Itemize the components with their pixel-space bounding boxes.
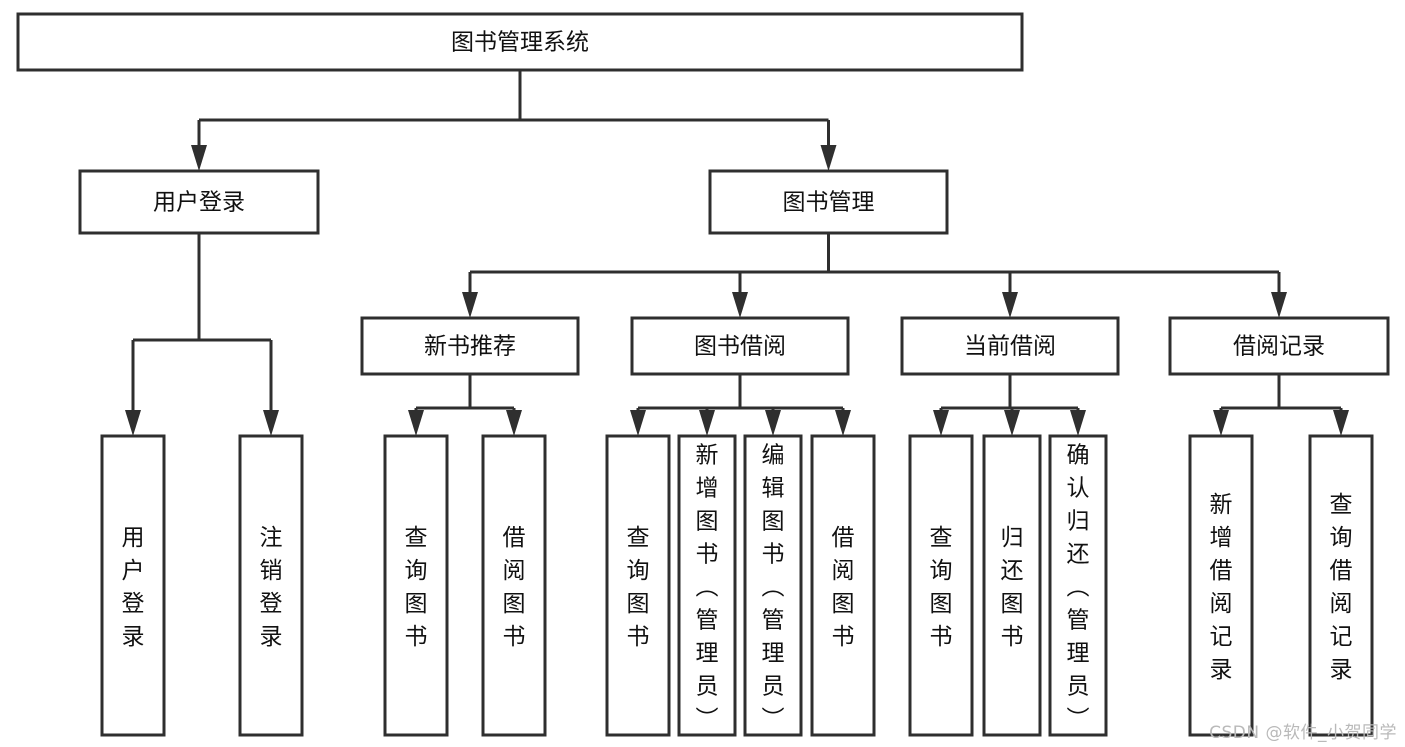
- arrow-head-icon: [820, 145, 837, 171]
- arrow-head-icon: [732, 292, 748, 318]
- node-label: 新增图书︵管理员︶: [696, 443, 719, 733]
- node-leaf_query_record[interactable]: 查询借阅记录: [1308, 434, 1374, 737]
- node-leaf_add_record[interactable]: 新增借阅记录: [1188, 434, 1254, 737]
- node-label: 图书管理: [783, 190, 875, 216]
- node-label: 用户登录: [153, 190, 245, 216]
- node-leaf_query_book_2[interactable]: 查询图书: [605, 434, 671, 737]
- node-borrow_record[interactable]: 借阅记录: [1168, 316, 1390, 376]
- arrow-head-icon: [699, 410, 715, 436]
- node-leaf_edit_book[interactable]: 编辑图书︵管理员︶: [743, 434, 803, 737]
- node-new_book_rec[interactable]: 新书推荐: [360, 316, 580, 376]
- node-box[interactable]: [78, 169, 320, 235]
- arrow-head-icon: [1333, 410, 1349, 436]
- connector-group-new_book_rec: [408, 374, 522, 436]
- arrow-head-icon: [1004, 410, 1020, 436]
- node-box[interactable]: [1308, 434, 1374, 737]
- node-leaf_confirm_ret[interactable]: 确认归还︵管理员︶: [1048, 434, 1108, 737]
- node-box[interactable]: [360, 316, 580, 376]
- arrow-head-icon: [1070, 410, 1086, 436]
- arrow-head-icon: [462, 292, 478, 318]
- connector-group-book_manage: [462, 233, 1287, 318]
- node-current_borrow[interactable]: 当前借阅: [900, 316, 1120, 376]
- node-label: 编辑图书︵管理员︶: [762, 443, 785, 733]
- arrow-head-icon: [263, 410, 279, 436]
- node-label: 查询图书: [930, 525, 953, 650]
- node-box[interactable]: [743, 434, 803, 737]
- node-label: 借阅记录: [1233, 334, 1325, 360]
- connector-group-borrow_record: [1213, 374, 1349, 436]
- node-leaf_return_book[interactable]: 归还图书: [982, 434, 1042, 737]
- node-box[interactable]: [16, 12, 1024, 72]
- node-box[interactable]: [100, 434, 166, 737]
- node-book_manage[interactable]: 图书管理: [708, 169, 949, 235]
- node-box[interactable]: [908, 434, 974, 737]
- node-user_login[interactable]: 用户登录: [78, 169, 320, 235]
- arrow-head-icon: [1213, 410, 1229, 436]
- node-leaf_user_login[interactable]: 用户登录: [100, 434, 166, 737]
- node-label: 用户登录: [122, 525, 145, 650]
- connector-layer: [125, 70, 1349, 436]
- arrow-head-icon: [1002, 292, 1018, 318]
- arrow-head-icon: [630, 410, 646, 436]
- node-label: 借阅图书: [503, 525, 526, 650]
- arrow-head-icon: [933, 410, 949, 436]
- arrow-head-icon: [191, 145, 207, 171]
- arrow-head-icon: [765, 410, 781, 436]
- node-label: 注销登录: [260, 525, 283, 650]
- node-book_borrow[interactable]: 图书借阅: [630, 316, 850, 376]
- arrow-head-icon: [506, 410, 522, 436]
- node-label: 借阅图书: [832, 525, 855, 650]
- node-layer: 图书管理系统用户登录图书管理新书推荐图书借阅当前借阅借阅记录用户登录注销登录查询…: [16, 12, 1390, 737]
- node-label: 图书管理系统: [451, 30, 589, 56]
- arrow-head-icon: [835, 410, 851, 436]
- node-box[interactable]: [383, 434, 449, 737]
- node-label: 图书借阅: [694, 334, 786, 360]
- node-box[interactable]: [677, 434, 737, 737]
- node-leaf_add_book[interactable]: 新增图书︵管理员︶: [677, 434, 737, 737]
- connector-group-book_borrow: [630, 374, 851, 436]
- arrow-head-icon: [125, 410, 141, 436]
- node-leaf_borrow_book_1[interactable]: 借阅图书: [481, 434, 547, 737]
- node-box[interactable]: [630, 316, 850, 376]
- arrow-head-icon: [1271, 292, 1287, 318]
- node-leaf_borrow_book_2[interactable]: 借阅图书: [810, 434, 876, 737]
- node-box[interactable]: [238, 434, 304, 737]
- node-label: 新增借阅记录: [1210, 492, 1233, 683]
- node-label: 当前借阅: [964, 334, 1056, 360]
- node-box[interactable]: [1048, 434, 1108, 737]
- node-label: 新书推荐: [424, 334, 516, 360]
- node-box[interactable]: [1168, 316, 1390, 376]
- node-box[interactable]: [481, 434, 547, 737]
- node-label: 归还图书: [1001, 525, 1024, 650]
- connector-group-user_login: [125, 233, 279, 436]
- node-box[interactable]: [900, 316, 1120, 376]
- node-box[interactable]: [605, 434, 671, 737]
- node-box[interactable]: [982, 434, 1042, 737]
- node-label: 确认归还︵管理员︶: [1067, 443, 1090, 733]
- connector-group-root: [191, 70, 837, 171]
- node-leaf_query_book_3[interactable]: 查询图书: [908, 434, 974, 737]
- node-leaf_user_logout[interactable]: 注销登录: [238, 434, 304, 737]
- node-label: 查询借阅记录: [1330, 492, 1353, 683]
- node-label: 查询图书: [627, 525, 650, 650]
- node-label: 查询图书: [405, 525, 428, 650]
- node-box[interactable]: [708, 169, 949, 235]
- node-box[interactable]: [810, 434, 876, 737]
- node-leaf_query_book_1[interactable]: 查询图书: [383, 434, 449, 737]
- arrow-head-icon: [408, 410, 424, 436]
- connector-group-current_borrow: [933, 374, 1086, 436]
- node-root[interactable]: 图书管理系统: [16, 12, 1024, 72]
- node-box[interactable]: [1188, 434, 1254, 737]
